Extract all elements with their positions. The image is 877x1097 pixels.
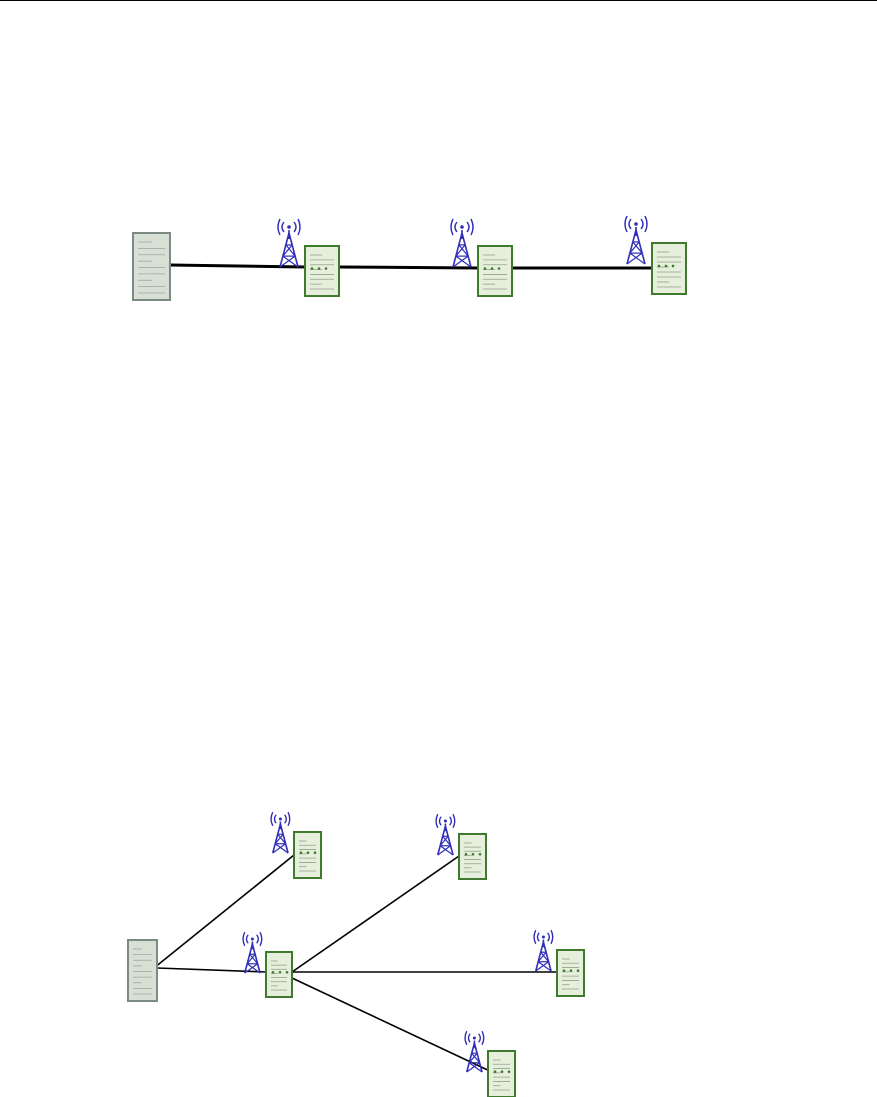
remote-cabinet-icon: [488, 1051, 515, 1097]
remote-cabinet-icon-indicator: [498, 267, 501, 270]
radio-tower-icon-wave: [243, 932, 245, 946]
radio-tower-icon-wave: [537, 933, 539, 942]
master-cabinet-icon-frame: [128, 940, 157, 1001]
radio-tower-icon-wave: [246, 935, 248, 944]
remote-cabinet-icon-indicator: [563, 969, 566, 972]
radio-tower-icon-emitter: [473, 1036, 476, 1039]
radio-tower-icon-wave: [482, 1031, 484, 1045]
radio-tower-icon-wave: [436, 814, 438, 828]
remote-cabinet-icon-frame: [305, 246, 339, 296]
radio-tower-icon-wave: [260, 932, 262, 946]
remote-cabinet-icon-indicator: [465, 853, 468, 856]
remote-cabinet-icon-indicator: [479, 853, 482, 856]
remote-cabinet-icon: [459, 834, 486, 879]
radio-tower-icon: [625, 216, 647, 264]
remote-cabinet-icon-indicator: [300, 851, 303, 854]
remote-cabinet-icon-indicator: [311, 267, 314, 270]
radio-tower-icon-wave: [274, 815, 276, 824]
radio-tower-icon-wave: [271, 812, 273, 826]
remote-cabinet-icon: [266, 952, 292, 997]
radio-tower-icon-wave: [451, 219, 453, 235]
remote-cabinet-icon-indicator: [570, 969, 573, 972]
remote-cabinet-icon-indicator: [494, 1070, 497, 1073]
radio-tower-icon-wave: [278, 219, 280, 235]
remote-cabinet-icon: [478, 246, 512, 296]
radio-tower-icon-wave: [465, 1031, 467, 1045]
radio-tower-icon-emitter: [287, 225, 291, 229]
master-cabinet-icon: [128, 940, 157, 1001]
remote-cabinet-icon-indicator: [484, 267, 487, 270]
radio-tower-icon-emitter: [634, 222, 638, 226]
radio-tower-icon-wave: [439, 817, 441, 826]
radio-tower-icon-wave: [467, 222, 469, 232]
radio-tower-icon-wave: [294, 222, 296, 232]
remote-cabinet-icon-indicator: [658, 265, 661, 268]
radio-tower-icon-wave: [285, 815, 287, 824]
remote-cabinet-icon-frame: [652, 243, 686, 294]
remote-cabinet-icon-indicator: [672, 265, 675, 268]
radio-tower-icon-wave: [468, 1034, 470, 1043]
radio-tower-icon-wave: [471, 219, 473, 235]
radio-tower-icon-wave: [282, 222, 284, 232]
remote-cabinet-icon-indicator: [665, 265, 668, 268]
radio-tower-icon: [451, 219, 473, 267]
remote-cabinet-icon-indicator: [577, 969, 580, 972]
radio-tower-icon-wave: [257, 935, 259, 944]
radio-tower-icon-wave: [645, 216, 647, 232]
remote-cabinet-icon: [294, 832, 321, 878]
radio-tower-icon: [278, 219, 300, 267]
remote-cabinet-icon-frame: [478, 246, 512, 296]
radio-tower-icon-emitter: [279, 817, 282, 820]
radio-tower-icon: [534, 930, 553, 971]
radio-tower-icon-wave: [479, 1034, 481, 1043]
remote-cabinet-icon-indicator: [272, 971, 275, 974]
radio-tower-icon-wave: [625, 216, 627, 232]
remote-cabinet-icon: [652, 243, 686, 294]
remote-cabinet-icon-indicator: [325, 267, 328, 270]
remote-cabinet-icon-indicator: [318, 267, 321, 270]
radio-tower-icon-wave: [641, 219, 643, 229]
remote-cabinet-icon: [557, 950, 584, 996]
remote-cabinet-icon-indicator: [307, 851, 310, 854]
tree-topology-diagram: [128, 812, 584, 1097]
link-m-r1: [170, 265, 305, 267]
remote-cabinet-icon-indicator: [314, 851, 317, 854]
remote-cabinet-icon-indicator: [279, 971, 282, 974]
radio-tower-icon-emitter: [460, 225, 464, 229]
radio-tower-icon-wave: [551, 930, 553, 944]
master-cabinet-icon-frame: [133, 233, 170, 300]
remote-cabinet-icon: [305, 246, 339, 296]
link-r1-r2: [339, 267, 478, 268]
radio-tower-icon-wave: [450, 817, 452, 826]
radio-tower-icon-emitter: [542, 935, 545, 938]
radio-tower-icon-emitter: [251, 937, 254, 940]
remote-cabinet-icon-indicator: [491, 267, 494, 270]
radio-tower-icon-wave: [534, 930, 536, 944]
link-b-e: [292, 978, 494, 1073]
radio-tower-icon: [436, 814, 455, 855]
radio-tower-icon-wave: [288, 812, 290, 826]
radio-tower-icon: [465, 1031, 484, 1072]
radio-tower-icon: [243, 932, 262, 973]
radio-tower-icon-wave: [453, 814, 455, 828]
master-cabinet-icon: [133, 233, 170, 300]
remote-cabinet-icon-indicator: [472, 853, 475, 856]
chain-topology-diagram: [133, 216, 686, 300]
remote-cabinet-icon-indicator: [508, 1070, 511, 1073]
radio-tower-icon: [271, 812, 290, 853]
remote-cabinet-icon-indicator: [286, 971, 289, 974]
radio-tower-icon-wave: [629, 219, 631, 229]
radio-tower-icon-wave: [548, 933, 550, 942]
radio-tower-icon-wave: [455, 222, 457, 232]
remote-cabinet-icon-indicator: [501, 1070, 504, 1073]
radio-tower-icon-wave: [298, 219, 300, 235]
radio-tower-icon-emitter: [444, 819, 447, 822]
